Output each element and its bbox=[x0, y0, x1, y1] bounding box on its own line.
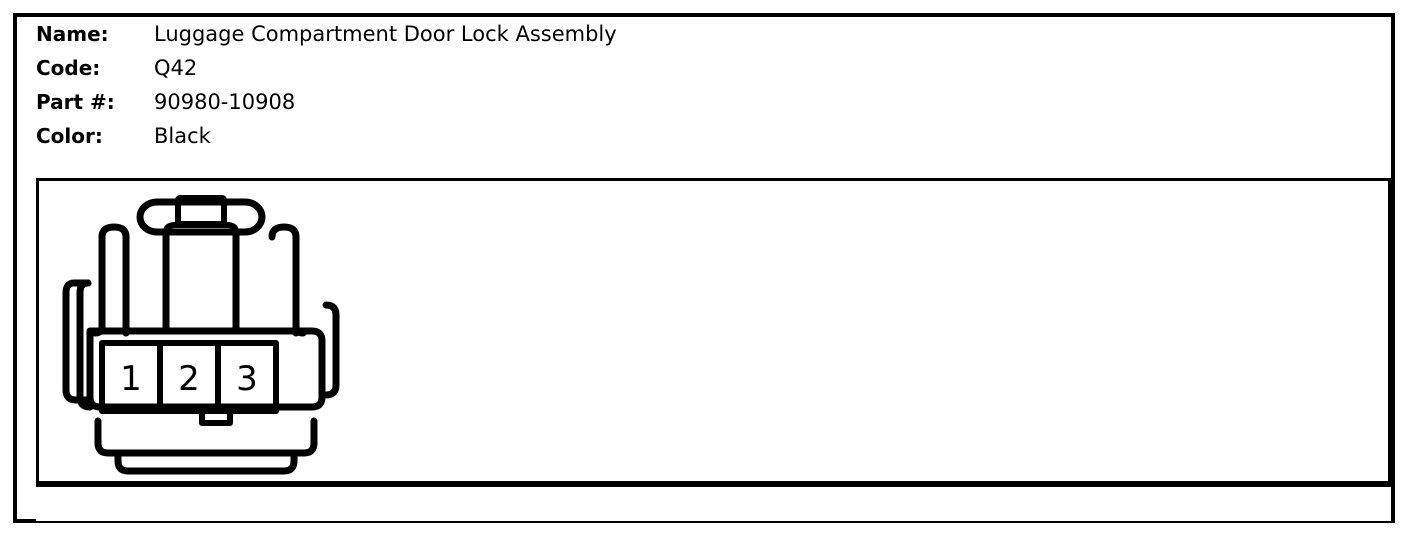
connector-diagram-panel: 1 2 3 bbox=[36, 178, 1391, 484]
right-post bbox=[268, 223, 300, 337]
skirt-bottom-lip bbox=[114, 449, 298, 475]
spec-row-code: Code: Q42 bbox=[36, 56, 1336, 90]
spec-row-name: Name: Luggage Compartment Door Lock Asse… bbox=[36, 22, 1336, 56]
spec-value-name: Luggage Compartment Door Lock Assembly bbox=[154, 22, 617, 46]
spec-label-color: Color: bbox=[36, 124, 103, 148]
spec-label-part-number: Part #: bbox=[36, 90, 115, 114]
caption-strip bbox=[36, 484, 1391, 521]
latch-outer-capsule bbox=[136, 198, 266, 236]
pin-number-3: 3 bbox=[236, 359, 258, 399]
center-riser bbox=[162, 228, 240, 335]
polarizing-notch bbox=[199, 408, 233, 426]
left-post-foot bbox=[91, 233, 106, 337]
spec-label-code: Code: bbox=[36, 56, 101, 80]
spec-row-color: Color: Black bbox=[36, 124, 1336, 158]
spec-label-name: Name: bbox=[36, 22, 109, 46]
left-shoulder-rail bbox=[76, 279, 94, 411]
spec-value-color: Black bbox=[154, 124, 211, 148]
left-outer-wing bbox=[62, 279, 92, 404]
connector-illustration: 1 2 3 bbox=[62, 195, 340, 475]
pin-number-1: 1 bbox=[120, 359, 142, 399]
left-post bbox=[98, 223, 130, 337]
pin-number-2: 2 bbox=[178, 359, 200, 399]
cavity-block-frame bbox=[99, 340, 279, 414]
diagram-panel-right-border bbox=[1388, 178, 1391, 484]
spec-value-code: Q42 bbox=[154, 56, 198, 80]
connector-outline-group bbox=[62, 195, 340, 475]
spec-row-part-number: Part #: 90980-10908 bbox=[36, 90, 1336, 124]
housing-body bbox=[86, 327, 326, 411]
right-post-foot bbox=[292, 233, 307, 337]
skirt-upper-band bbox=[94, 417, 318, 457]
latch-pedestal bbox=[163, 222, 239, 235]
pin-number-group: 1 2 3 bbox=[120, 359, 258, 399]
specification-list: Name: Luggage Compartment Door Lock Asse… bbox=[36, 22, 1336, 158]
spec-value-part-number: 90980-10908 bbox=[154, 90, 296, 114]
right-outer-wing bbox=[322, 301, 340, 399]
